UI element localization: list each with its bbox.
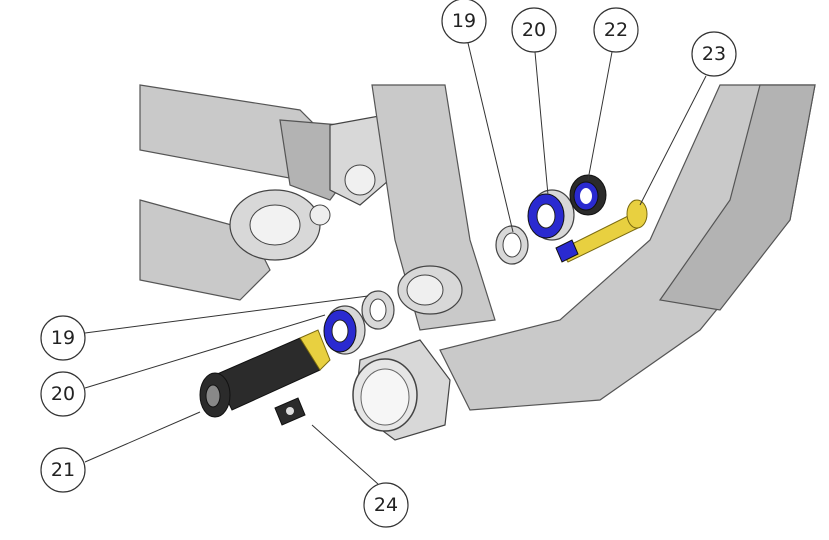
pivot-axle-21 xyxy=(199,329,331,418)
balloon-20-top: 20 xyxy=(511,7,557,53)
seat-tube xyxy=(371,84,496,331)
down-tube xyxy=(439,84,816,411)
bearing-22 xyxy=(569,174,607,216)
cable-guide-24 xyxy=(274,397,306,426)
svg-text:20: 20 xyxy=(522,19,546,41)
svg-text:23: 23 xyxy=(702,43,726,65)
balloon-24: 24 xyxy=(363,482,409,528)
svg-text:19: 19 xyxy=(452,10,476,32)
balloon-23: 23 xyxy=(691,31,737,77)
balloon-22: 22 xyxy=(593,7,639,53)
svg-text:20: 20 xyxy=(51,383,75,405)
balloon-19-left: 19 xyxy=(40,315,86,361)
svg-text:22: 22 xyxy=(604,19,628,41)
axle-bolt-23 xyxy=(555,199,648,263)
rear-linkage xyxy=(139,84,396,301)
svg-text:19: 19 xyxy=(51,327,75,349)
balloon-21: 21 xyxy=(40,447,86,493)
balloon-19-top: 19 xyxy=(441,0,487,44)
washer-19-lower xyxy=(361,290,395,330)
leader-lines xyxy=(84,42,707,485)
pivot-boss xyxy=(397,265,463,315)
washer-19-upper xyxy=(495,225,529,265)
bearing-20-upper xyxy=(527,189,575,241)
bearing-20-lower xyxy=(323,305,366,355)
bottom-bracket-shell xyxy=(352,339,451,441)
balloon-20-left: 20 xyxy=(40,371,86,417)
svg-text:24: 24 xyxy=(374,494,398,516)
svg-text:21: 21 xyxy=(51,459,75,481)
